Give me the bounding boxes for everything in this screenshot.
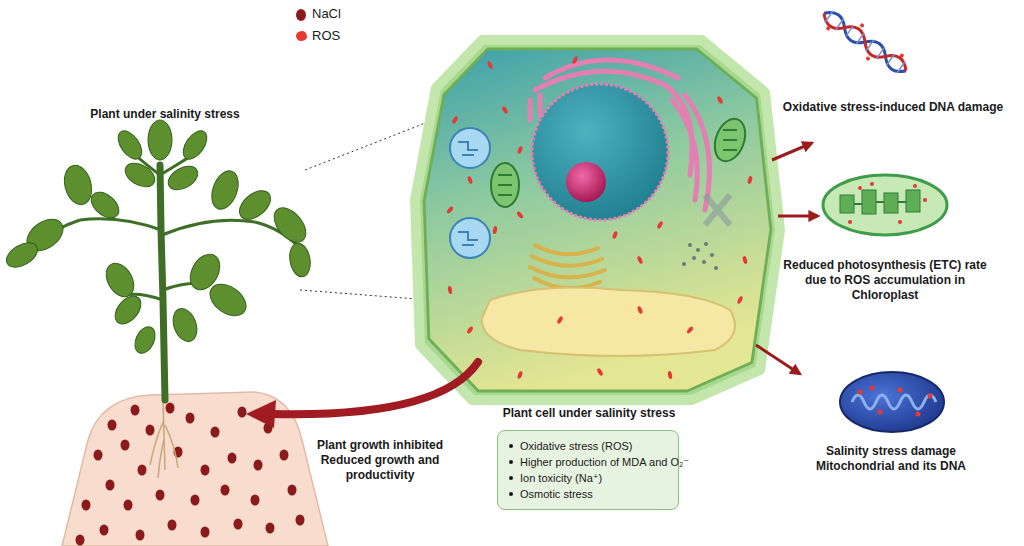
- box-heading: Plant cell under salinity stress: [468, 406, 710, 421]
- dna-damage-label: Oxidative stress-induced DNA damage: [768, 100, 1018, 115]
- legend-swatch: [296, 31, 307, 41]
- plant-leaves: [2, 120, 313, 356]
- growth-arrow: [246, 362, 478, 428]
- cytoskeleton: [705, 195, 730, 225]
- golgi: [530, 245, 605, 288]
- roots: [150, 398, 178, 478]
- bullet-marker: [509, 476, 513, 480]
- bullet-marker: [509, 492, 513, 496]
- bullet-item: Osmotic stress: [508, 486, 670, 502]
- legend-text: NaCl: [312, 6, 341, 22]
- nucleolus: [566, 162, 606, 202]
- dna-helix: [816, 2, 914, 82]
- chloroplast: [823, 175, 947, 235]
- nucleus: [532, 84, 668, 220]
- plant-cell: [415, 40, 780, 400]
- bullet-item: Ion toxicity (Na⁺): [508, 470, 670, 486]
- legend-text: ROS: [312, 28, 340, 44]
- cell-wall: [415, 40, 780, 400]
- mitochondria-label: Salinity stress damage Mitochondrial and…: [795, 444, 987, 474]
- legend-swatch: [296, 9, 306, 21]
- vacuole: [482, 288, 735, 356]
- chloroplast-label: Reduced photosynthesis (ETC) rate due to…: [772, 258, 998, 303]
- bullet-text: Osmotic stress: [520, 488, 593, 500]
- bullet-item: Oxidative stress (ROS): [508, 438, 670, 454]
- bullet-text: Oxidative stress (ROS): [520, 440, 632, 452]
- cell-ros: [446, 56, 753, 380]
- plant-branches: [35, 150, 300, 300]
- bullet-marker: [509, 460, 513, 464]
- plant-caption: Plant under salinity stress: [55, 107, 275, 122]
- bullet-text: Higher production of MDA and O₂⁻: [520, 456, 689, 468]
- cytoplasm: [424, 49, 771, 391]
- bullet-item: Higher production of MDA and O₂⁻: [508, 454, 670, 470]
- ribosomes: [682, 242, 718, 270]
- plant: [2, 120, 313, 400]
- bullet-text: Ion toxicity (Na⁺): [520, 472, 602, 484]
- mitochondrion: [840, 372, 944, 432]
- bullet-marker: [509, 444, 513, 448]
- cell-chloroplasts: [491, 115, 751, 207]
- effects-box: Plant cell under salinity stressOxidativ…: [497, 430, 679, 510]
- growth-label: Plant growth inhibited Reduced growth an…: [292, 438, 468, 483]
- plant-stem: [160, 165, 165, 400]
- cell-mitochondria: [450, 128, 490, 258]
